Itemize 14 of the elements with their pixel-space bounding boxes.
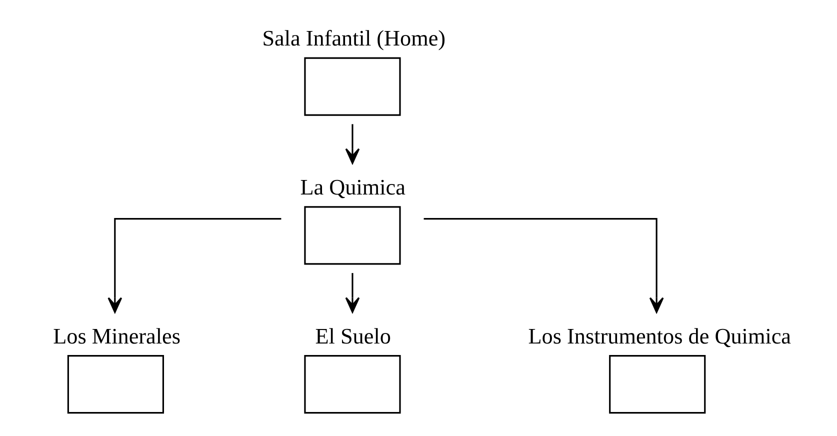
node-box [304, 57, 400, 116]
node-label: La Quimica [300, 174, 405, 200]
node-label: Los Instrumentos de Quimica [528, 323, 791, 348]
arrow [344, 124, 360, 164]
node-label: El Suelo [314, 323, 390, 348]
node-label: Los Minerales [52, 323, 180, 348]
node-box [304, 206, 400, 265]
node-label: Sala Infantil (Home) [262, 26, 446, 51]
node-box [66, 355, 164, 414]
arrow [344, 273, 360, 313]
arrow [107, 218, 281, 313]
node-box [304, 355, 400, 414]
arrow [423, 218, 664, 313]
node-box [608, 355, 706, 414]
